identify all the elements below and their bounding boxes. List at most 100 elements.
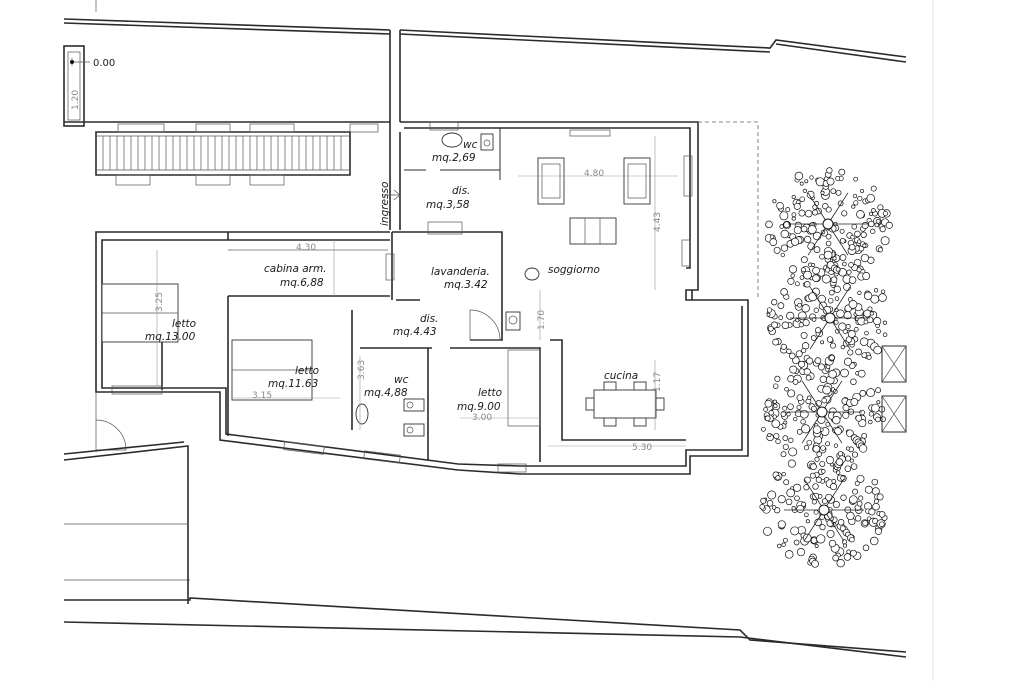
tree-foliage <box>851 451 859 458</box>
tree-foliage <box>825 240 832 247</box>
tree-foliage <box>842 411 850 419</box>
tree-foliage <box>780 451 787 458</box>
tree-foliage <box>778 315 784 320</box>
tree-foliage <box>780 343 787 350</box>
tree-foliage <box>819 460 826 467</box>
tree-foliage <box>787 389 796 398</box>
tree-foliage <box>830 188 837 195</box>
tree-foliage <box>851 204 856 209</box>
dim-170: 1.70 <box>537 310 547 330</box>
stair-treads <box>102 123 379 186</box>
tree-foliage <box>839 525 846 532</box>
tree-branch <box>829 317 851 350</box>
tree-foliage <box>863 309 872 318</box>
tree-foliage <box>797 302 802 308</box>
tree-foliage <box>862 272 871 280</box>
terrace-outline <box>698 121 759 300</box>
tree-foliage <box>858 419 867 428</box>
tree-foliage <box>873 498 879 504</box>
tree-foliage <box>783 479 790 486</box>
room-letto3-name: letto <box>478 387 502 399</box>
tree-foliage <box>863 319 869 325</box>
dim-363: 3.63 <box>357 360 367 380</box>
dim-443: 4.43 <box>653 212 663 232</box>
tree-branch <box>801 380 823 413</box>
right-planter-boxes <box>881 345 907 433</box>
sanitary-fixtures <box>355 132 540 437</box>
tree-foliage <box>766 500 774 507</box>
tree-foliage <box>831 479 837 484</box>
tree-foliage <box>866 388 876 398</box>
tree-foliage <box>761 426 766 432</box>
tree-foliage <box>801 304 810 313</box>
tree-foliage <box>821 469 826 474</box>
tree-foliage <box>814 357 822 364</box>
tree-foliage <box>848 300 858 309</box>
tree-foliage <box>799 409 809 419</box>
tree-foliage <box>809 175 814 180</box>
tree-foliage <box>850 549 857 557</box>
room-dis-top-name: dis. <box>452 185 470 197</box>
tree-foliage <box>803 445 810 451</box>
tree-trunk <box>818 504 830 516</box>
entrance-arrow <box>382 189 401 201</box>
tree-foliage <box>793 483 802 492</box>
tree-foliage <box>868 220 875 228</box>
tree-foliage <box>861 352 868 359</box>
tree-foliage <box>833 443 839 448</box>
tree-foliage <box>882 320 887 325</box>
room-lavanderia-name: lavanderia. <box>431 266 490 278</box>
tree-foliage <box>775 438 781 445</box>
tree-foliage <box>828 539 837 548</box>
tree-foliage <box>864 330 869 336</box>
tree-foliage <box>862 520 869 527</box>
tree-foliage <box>771 299 778 306</box>
top-boundary-wall <box>63 18 907 63</box>
tree-foliage <box>812 445 821 453</box>
room-wc-bot-name: wc <box>394 374 409 386</box>
tree-foliage <box>830 276 838 283</box>
tree-foliage <box>875 218 881 224</box>
windows <box>111 129 693 473</box>
tree-foliage <box>839 237 846 244</box>
tree-foliage <box>802 319 810 327</box>
tree-cluster <box>759 167 893 568</box>
tree-foliage <box>817 363 825 371</box>
tree-foliage <box>776 201 784 210</box>
tree-branch <box>823 509 845 542</box>
tree-foliage <box>874 222 880 228</box>
tree-foliage <box>873 317 882 326</box>
room-cabina-area: mq.6,88 <box>280 277 324 289</box>
tree-foliage <box>850 378 857 386</box>
tree-foliage <box>806 190 815 199</box>
tree-foliage <box>842 543 848 548</box>
tree-foliage <box>774 375 781 382</box>
lower-left-structure <box>63 441 189 604</box>
tree-foliage <box>786 412 791 417</box>
tree-foliage <box>808 292 818 302</box>
dim-117: 1.17 <box>653 372 663 392</box>
tree-foliage <box>846 429 854 438</box>
room-soggiorno: soggiorno <box>548 264 600 276</box>
tree-foliage <box>780 288 788 296</box>
side-dim-label: 1.20 <box>71 90 81 110</box>
room-letto2-name: letto <box>295 365 319 377</box>
tree-foliage <box>809 472 816 479</box>
tree-foliage <box>822 385 832 395</box>
tree-foliage <box>840 475 846 481</box>
tree-foliage <box>772 383 779 389</box>
tree-foliage <box>793 416 798 422</box>
tree-foliage <box>856 267 862 273</box>
tree-foliage <box>861 432 868 439</box>
tree-foliage <box>871 403 880 413</box>
tree-foliage <box>785 207 791 213</box>
tree-foliage <box>826 336 834 343</box>
tree-foliage <box>771 419 781 429</box>
tree-foliage <box>782 435 789 441</box>
tree-foliage <box>879 226 886 233</box>
tree-foliage <box>776 543 782 549</box>
tree-foliage <box>820 445 826 451</box>
dim-300: 3.00 <box>472 413 492 423</box>
tree-foliage <box>866 354 872 360</box>
tree-foliage <box>811 262 816 267</box>
